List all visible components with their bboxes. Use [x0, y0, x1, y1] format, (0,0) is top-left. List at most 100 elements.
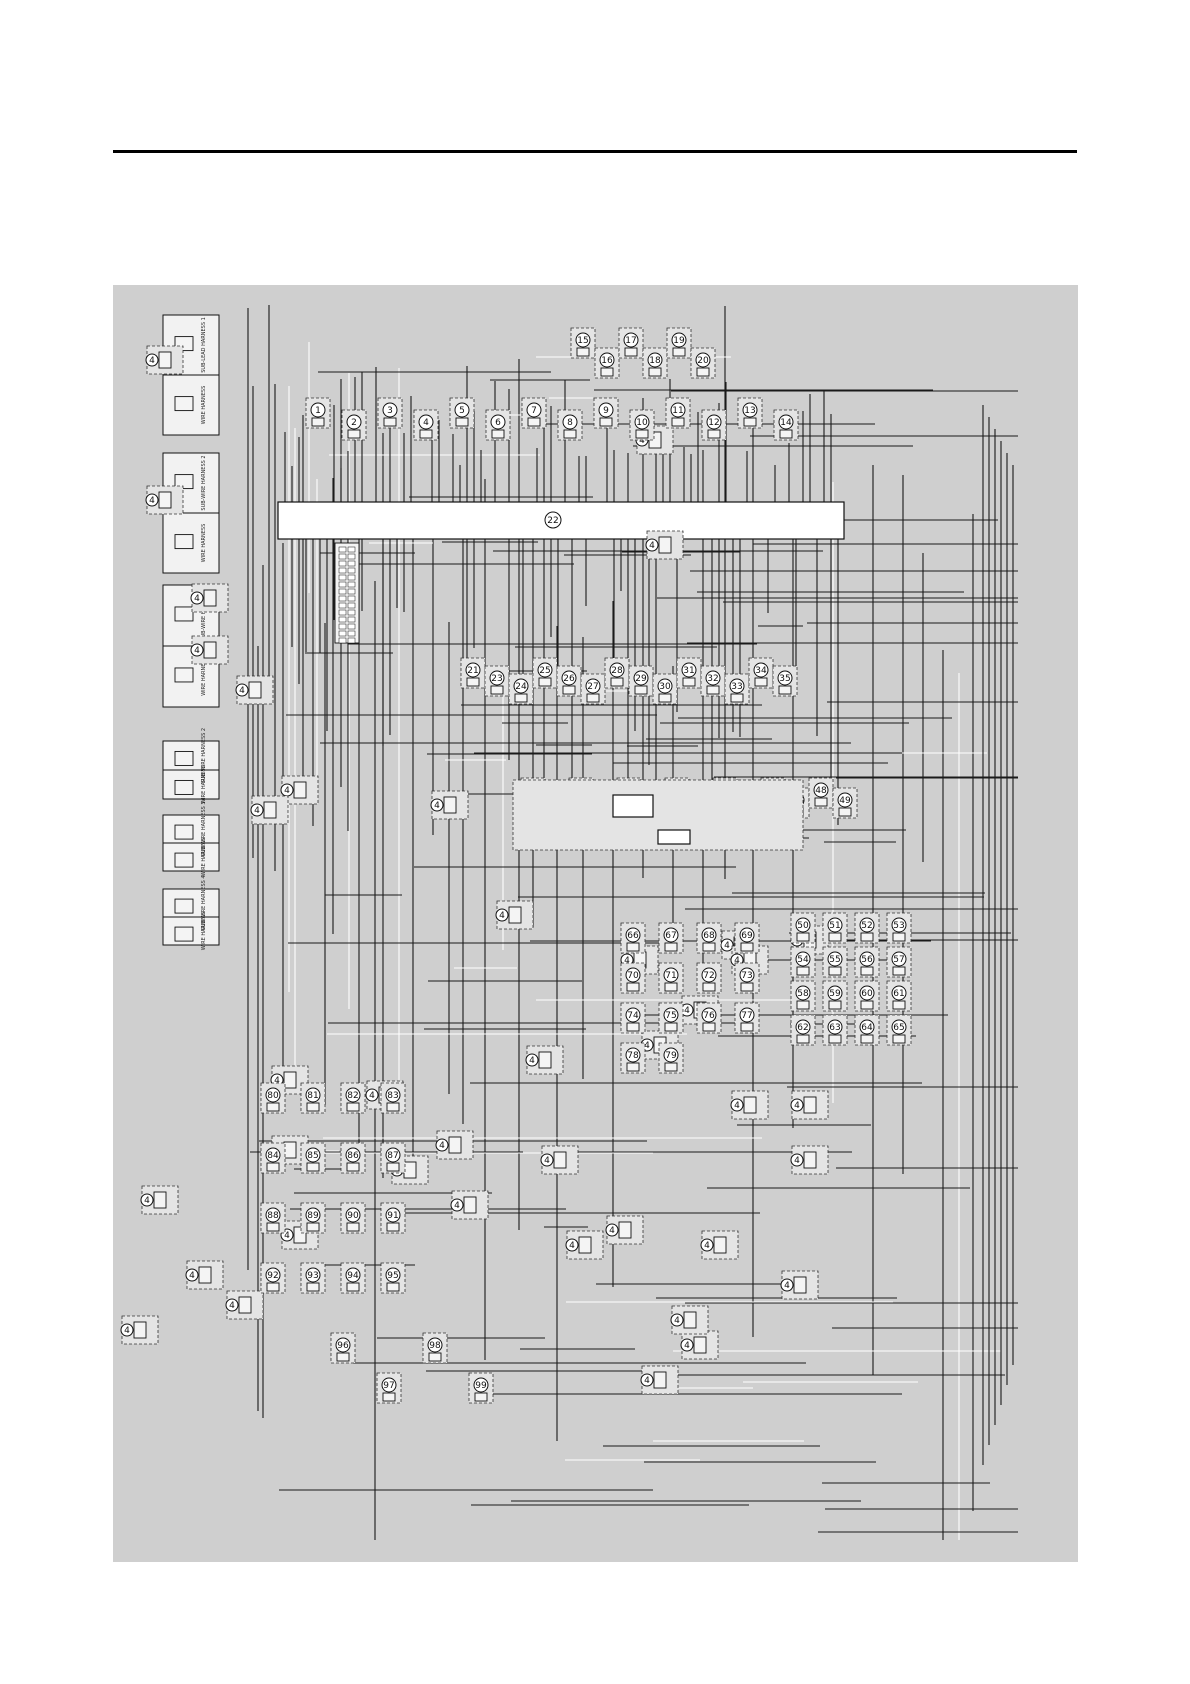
component: 90 — [340, 1202, 366, 1234]
junction-block: 4 — [540, 1145, 579, 1175]
legend-connector-icon — [174, 534, 194, 550]
connector-pin — [347, 602, 356, 609]
component: 51 — [822, 912, 848, 944]
component: 62 — [790, 1014, 816, 1046]
component: 93 — [300, 1262, 326, 1294]
component: 54 — [790, 946, 816, 978]
component-connector — [702, 942, 716, 952]
component-callout-circle — [385, 1267, 401, 1283]
component: 68 — [696, 922, 722, 954]
junction-callout-number: 4 — [439, 1141, 445, 1151]
component-callout-circle — [701, 967, 717, 983]
component-connector — [892, 1000, 906, 1010]
component-connector — [828, 932, 842, 942]
connector-pin — [338, 553, 347, 560]
component-connector — [490, 685, 504, 695]
component-callout-number: 49 — [839, 796, 851, 806]
junction-connector — [803, 1096, 817, 1114]
meter-unit — [657, 829, 691, 845]
component-callout-number: 68 — [703, 931, 715, 941]
component-connector — [828, 1034, 842, 1044]
component-connector — [266, 1222, 280, 1232]
component-callout-circle — [778, 414, 794, 430]
component: 60 — [854, 980, 880, 1012]
junction-block: 4 — [435, 1130, 474, 1160]
junction-box — [146, 345, 184, 375]
component-callout-circle — [891, 1019, 907, 1035]
component-connector — [514, 693, 528, 703]
component-callout-circle — [575, 332, 591, 348]
component-connector — [626, 1022, 640, 1032]
component: 1 — [305, 397, 331, 429]
junction-callout-circle — [145, 493, 159, 507]
junction-callout-number: 4 — [609, 1226, 615, 1236]
component-connector — [779, 429, 793, 439]
component-connector — [626, 982, 640, 992]
component: 11 — [665, 397, 691, 429]
component-callout-number: 81 — [307, 1091, 318, 1101]
component-callout-number: 33 — [731, 682, 742, 692]
component-callout-number: 29 — [635, 674, 647, 684]
junction-connector — [158, 491, 172, 509]
component: 17 — [618, 327, 644, 359]
junction-block: 4 — [190, 635, 229, 665]
junction-callout-number: 4 — [454, 1201, 460, 1211]
component-connector — [702, 1022, 716, 1032]
component: 86 — [340, 1142, 366, 1174]
component-callout-number: 21 — [467, 666, 478, 676]
connector-pin — [338, 581, 347, 588]
component-connector — [754, 677, 768, 687]
component-callout-circle — [827, 1019, 843, 1035]
connector-pin — [338, 567, 347, 574]
component-callout-number: 89 — [307, 1211, 319, 1221]
component: 64 — [854, 1014, 880, 1046]
junction-connector — [203, 641, 217, 659]
component: 91 — [380, 1202, 406, 1234]
component-callout-circle — [598, 402, 614, 418]
component-callout-number: 79 — [665, 1051, 677, 1061]
component-connector — [576, 347, 590, 357]
component-callout-number: 14 — [780, 418, 792, 428]
junction-callout-circle — [185, 1268, 199, 1282]
component-callout-number: 97 — [383, 1381, 394, 1391]
connector-pin — [338, 630, 347, 637]
component-callout-circle — [827, 985, 843, 1001]
component-callout-number: 65 — [893, 1023, 904, 1033]
junction-block: 4 — [140, 1185, 179, 1215]
legend-label-a: WIRE HARNESS — [201, 524, 207, 563]
component-callout-circle — [647, 352, 663, 368]
component-callout-circle — [346, 414, 362, 430]
component-callout-number: 84 — [267, 1151, 279, 1161]
junction-callout-number: 4 — [144, 1196, 150, 1206]
legend-label-a: WIRE HARNESS — [201, 657, 207, 696]
component-callout-circle — [345, 1147, 361, 1163]
component-connector — [658, 693, 672, 703]
connector-pin — [338, 616, 347, 623]
component-callout-circle — [454, 402, 470, 418]
junction-block: 4 — [670, 1305, 709, 1335]
component-callout-circle — [813, 782, 829, 798]
component-callout-circle — [742, 402, 758, 418]
junction-callout-circle — [225, 1298, 239, 1312]
component-connector — [386, 1162, 400, 1172]
junction-block: 4 — [145, 345, 184, 375]
connector-pin — [347, 637, 356, 644]
junction-block: 4 — [790, 1090, 829, 1120]
component: 26 — [556, 665, 582, 697]
component-callout-number: 77 — [741, 1011, 752, 1021]
component-callout-circle — [381, 1377, 397, 1393]
component-callout-number: 3 — [387, 406, 393, 416]
component: 28 — [604, 657, 630, 689]
component-callout-number: 32 — [707, 674, 718, 684]
junction-callout-number: 4 — [499, 911, 505, 921]
junction-callout-circle — [670, 1313, 684, 1327]
connector-pin — [347, 623, 356, 630]
component-callout-number: 51 — [829, 921, 840, 931]
junction-connector — [133, 1321, 147, 1339]
junction-connector — [158, 351, 172, 369]
connector-pin — [347, 574, 356, 581]
component: 35 — [772, 665, 798, 697]
